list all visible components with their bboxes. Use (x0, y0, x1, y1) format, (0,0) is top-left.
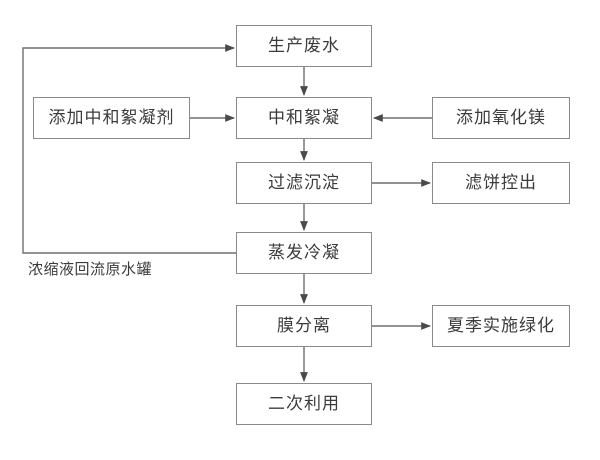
node-production-wastewater[interactable]: 生产废水 (236, 25, 372, 67)
node-membrane-separation[interactable]: 膜分离 (236, 305, 372, 347)
edge-concentrate-return-loop (22, 44, 236, 254)
node-filter-cake-output[interactable]: 滤饼控出 (432, 162, 570, 204)
node-add-neutralizing-flocculant[interactable]: 添加中和絮凝剂 (33, 97, 190, 139)
edge-label-concentrate-return: 浓缩液回流原水罐 (28, 260, 153, 278)
node-evaporate-condense[interactable]: 蒸发冷凝 (236, 232, 372, 274)
node-filter-precipitate[interactable]: 过滤沉淀 (236, 162, 372, 204)
node-neutralize-flocculate[interactable]: 中和絮凝 (236, 97, 372, 139)
node-secondary-reuse[interactable]: 二次利用 (236, 383, 372, 425)
node-add-magnesium-oxide[interactable]: 添加氧化镁 (432, 97, 570, 139)
node-summer-greening[interactable]: 夏季实施绿化 (432, 305, 570, 347)
